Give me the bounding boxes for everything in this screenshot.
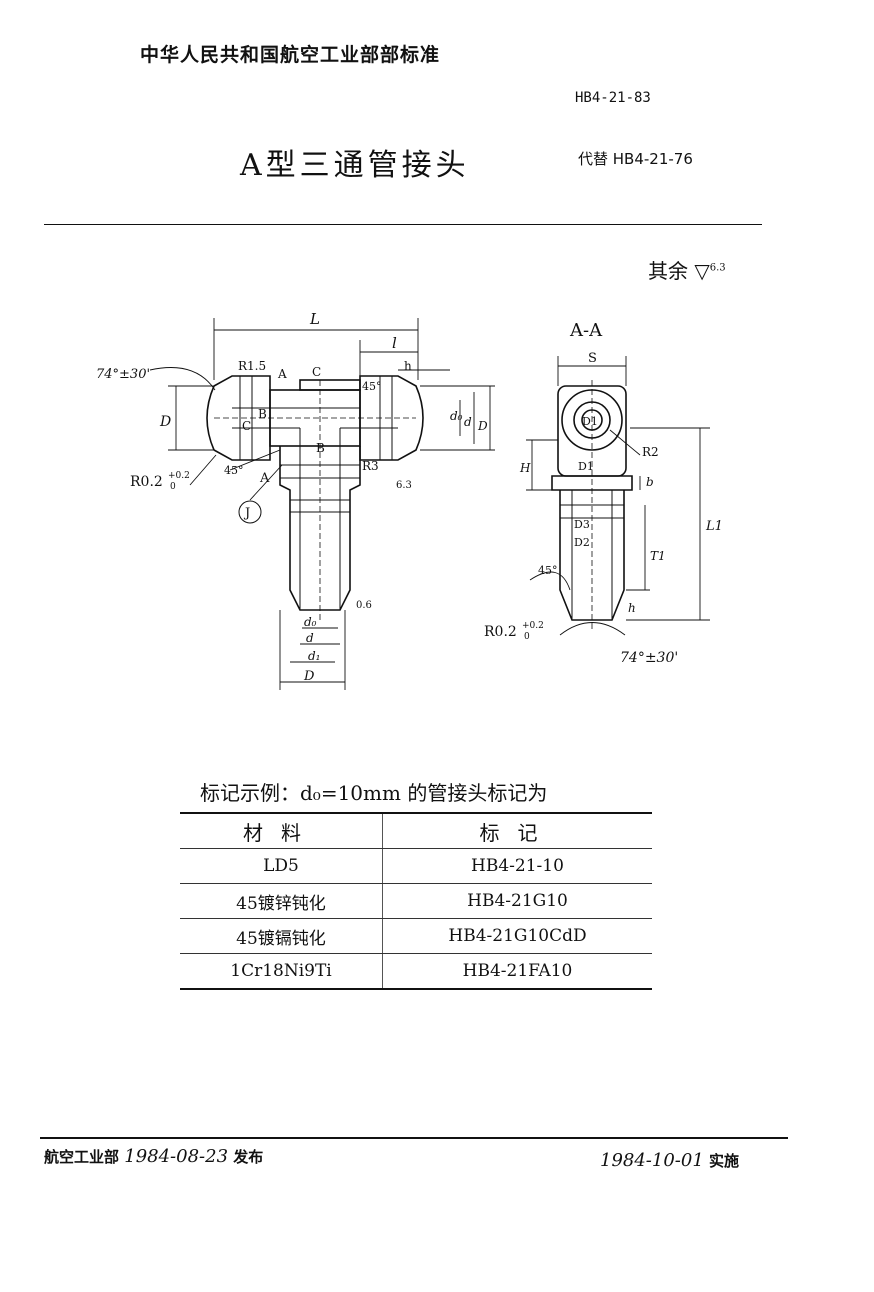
label-angle-45-left: 45° [224,464,244,477]
label-finish-top: 6.3 [396,480,412,491]
cell-material: LD5 [180,848,383,884]
section-view [551,380,633,630]
issued-note: 航空工业部 1984-08-23 发布 [44,1146,263,1167]
label-d0-bottom: d₀ [304,615,317,629]
label-r0-2-sec: R0.2 [484,624,517,640]
effective-date: 1984-10-01 [600,1150,704,1171]
label-c: C [312,365,321,379]
table-header-row: 材料 标记 [180,812,652,849]
cell-material: 45镀镉钝化 [180,918,383,954]
roughness-label: 其余 [648,259,688,283]
label-b-left: B [258,407,267,421]
label-h: h [404,359,412,373]
replaces-note: 代替 HB4-21-76 [578,150,693,168]
label-a-bottom: A [259,471,270,486]
label-l: l [392,334,397,352]
marking-table: 材料 标记 LD5 HB4-21-10 45镀锌钝化 HB4-21G10 45镀… [180,812,652,990]
label-L: L [309,310,320,328]
section-title: A-A [569,320,603,341]
label-angle-45-sec: 45° [538,564,558,577]
footer-divider [40,1137,788,1139]
effective-suffix: 实施 [709,1152,740,1170]
standard-number: HB4-21-83 [575,90,651,106]
marking-example: 标记示例：d₀=10mm 的管接头标记为 [200,781,548,805]
label-finish-bottom: 0.6 [356,600,372,611]
label-angle-45-top: 45° [362,380,382,393]
effective-note: 1984-10-01 实施 [600,1150,739,1171]
issued-prefix: 航空工业部 [44,1148,120,1166]
label-d-bottom: d [306,631,314,645]
table-row: 1Cr18Ni9Ti HB4-21FA10 [180,953,652,990]
section-dimension-lines [526,356,710,636]
label-r1-5: R1.5 [238,359,266,373]
label-l1: L1 [705,519,723,534]
column-header-marking: 标记 [382,812,652,849]
label-d-right: d [464,415,472,429]
roughness-value: 6.3 [709,262,726,274]
label-r0-2-tol-low: 0 [170,482,176,492]
header-divider [44,224,762,225]
label-r0-2-sec-tol: +0.2 [522,621,544,631]
label-r0-2: R0.2 [130,474,163,490]
table-row: 45镀锌钝化 HB4-21G10 [180,883,652,919]
cell-material: 1Cr18Ni9Ti [180,953,383,990]
cell-marking: HB4-21G10CdD [382,918,652,954]
label-d2: D2 [574,536,590,549]
issued-date: 1984-08-23 [124,1146,229,1167]
label-j: J [243,506,250,521]
label-r3: R3 [362,459,379,473]
issued-suffix: 发布 [233,1148,264,1166]
label-r0-2-sec-tol-low: 0 [524,632,530,642]
label-h-big: H [519,461,531,475]
tee-body [206,375,424,620]
label-d-left: D [159,414,171,430]
column-header-material: 材料 [180,812,383,849]
table-row: LD5 HB4-21-10 [180,848,652,884]
label-d-big-bottom: D [303,669,315,684]
cell-marking: HB4-21FA10 [382,953,652,990]
roughness-symbol-icon: ▽ [694,259,710,283]
label-h-right: h [628,601,636,615]
cell-marking: HB4-21-10 [382,848,652,884]
label-d1-lower: D1 [578,460,594,473]
label-d0-right: d₀ [450,409,463,423]
cell-material: 45镀锌钝化 [180,883,383,919]
table-row: 45镀镉钝化 HB4-21G10CdD [180,918,652,954]
label-b: b [646,475,654,489]
label-a-top: A [277,367,287,381]
label-angle-74-sec: 74°±30' [620,650,678,666]
label-r2: R2 [642,445,659,459]
label-t1: T1 [650,549,666,563]
label-r0-2-tol: +0.2 [168,471,190,481]
label-d1-bottom: d₁ [308,649,321,663]
label-j-circle [238,500,262,524]
label-b-center: B [316,441,325,455]
cell-marking: HB4-21G10 [382,883,652,919]
document-title: A型三通管接头 [240,148,470,183]
label-c-left: C [242,419,251,433]
dimension-lines [149,318,495,690]
label-d-big-right: D [477,419,488,433]
label-angle-74: 74°±30' [96,367,150,382]
label-d3: D3 [574,518,590,531]
drawing-labels: L l h R1.5 A C 45° 74°±30' D C B B d₀ d … [96,310,723,684]
label-s: S [588,351,597,366]
label-d1: D1 [582,415,598,428]
standard-title: 中华人民共和国航空工业部部标准 [140,44,441,66]
roughness-note: 其余 ▽6.3 [648,255,726,284]
technical-drawing: L l h R1.5 A C 45° 74°±30' D C B B d₀ d … [96,310,723,690]
